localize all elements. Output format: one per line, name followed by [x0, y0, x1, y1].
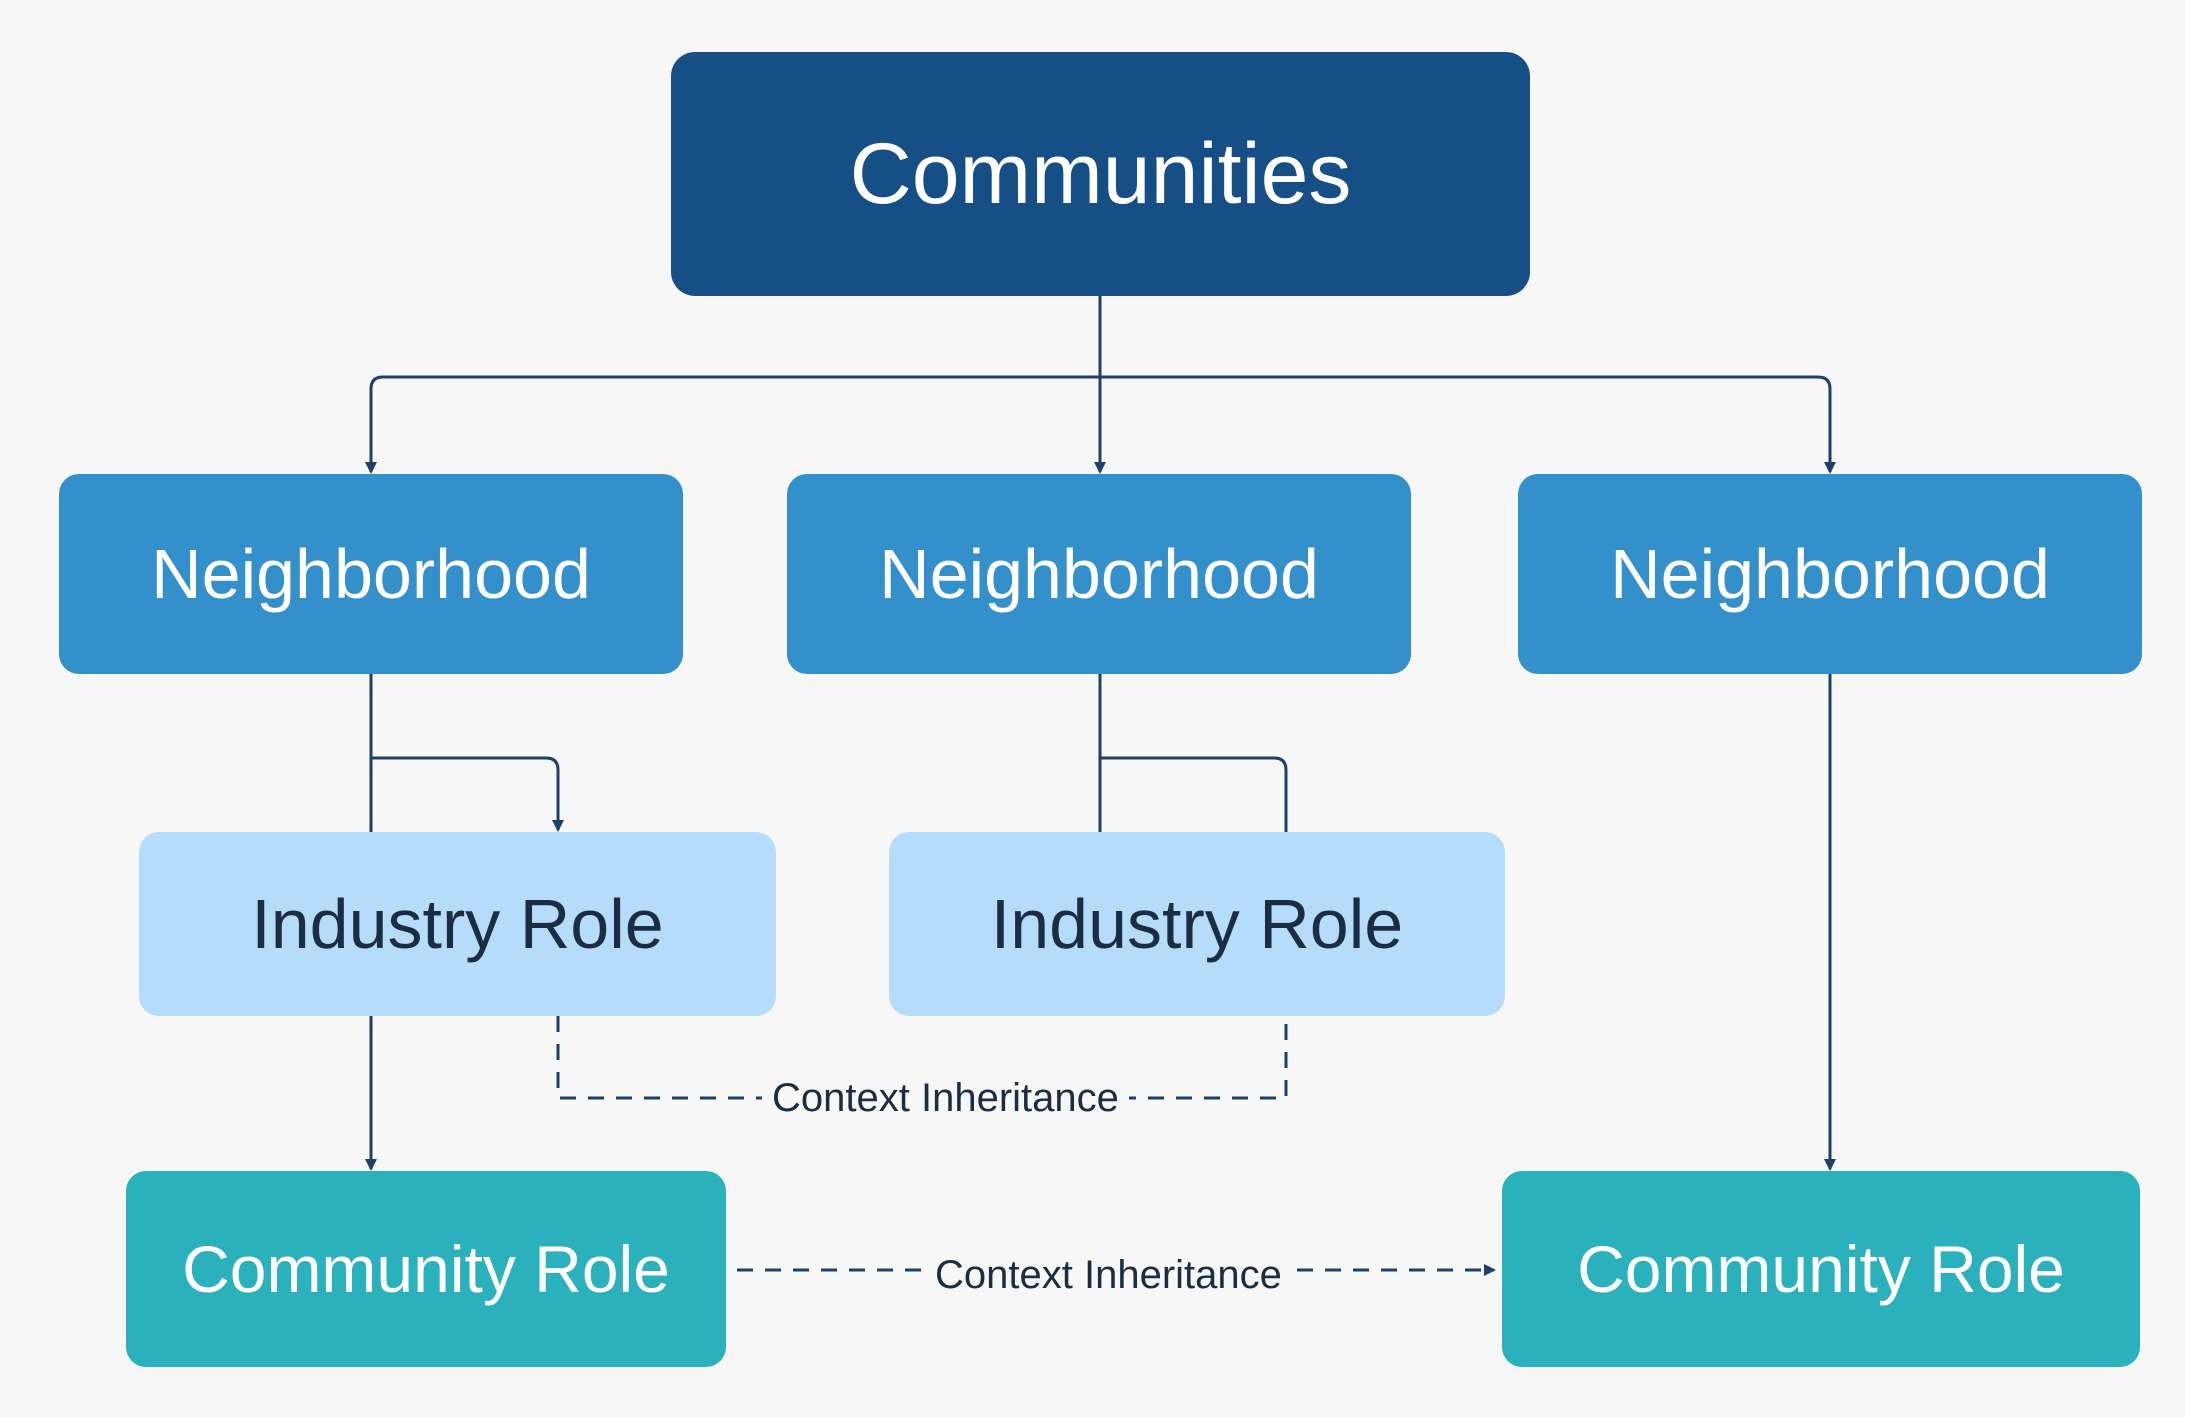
industry-role-label: Industry Role	[251, 885, 664, 963]
industry-role-node-right: Industry Role	[889, 832, 1505, 1016]
community-role-node-right: Community Role	[1502, 1171, 2140, 1367]
neighborhood-node-middle: Neighborhood	[787, 474, 1411, 674]
industry-role-node-left: Industry Role	[139, 832, 776, 1016]
left-neighborhood-to-industry-arrow	[371, 756, 564, 832]
middle-neighborhood-branch-line	[1100, 756, 1288, 832]
neighborhood-node-left: Neighborhood	[59, 474, 683, 674]
industry-inheritance-label: Context Inheritance	[762, 1074, 1129, 1122]
neighborhood-label: Neighborhood	[151, 535, 591, 613]
root-to-left-neighborhood-arrow	[365, 375, 1100, 474]
neighborhood-node-right: Neighborhood	[1518, 474, 2142, 674]
communities-label: Communities	[849, 125, 1352, 222]
communities-node: Communities	[671, 52, 1530, 296]
community-role-node-left: Community Role	[126, 1171, 726, 1367]
neighborhood-label: Neighborhood	[1610, 535, 2050, 613]
root-to-right-neighborhood-arrow	[1100, 375, 1836, 474]
community-role-label: Community Role	[1577, 1232, 2065, 1306]
industry-role-label: Industry Role	[990, 885, 1404, 963]
community-inheritance-label: Context Inheritance	[925, 1251, 1292, 1299]
community-role-label: Community Role	[182, 1232, 670, 1306]
neighborhood-label: Neighborhood	[879, 535, 1319, 613]
